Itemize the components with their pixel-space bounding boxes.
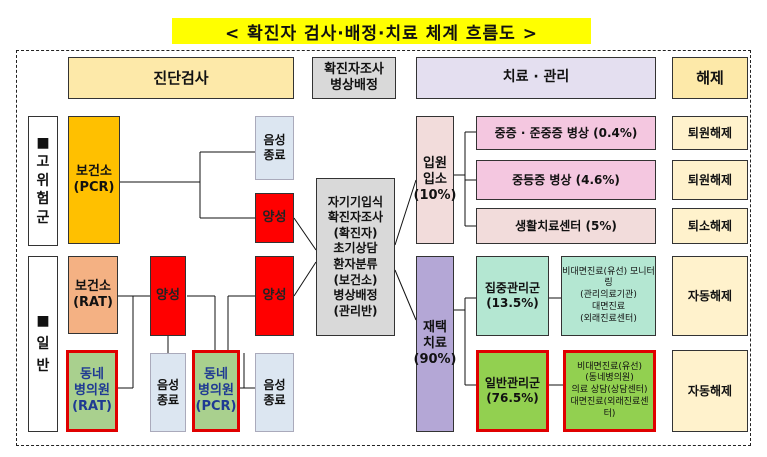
diagram-frame (16, 50, 751, 446)
node-severe-bed: 중증 · 준중증 병상 (0.4%) (476, 116, 656, 150)
release-auto-2: 자동해제 (672, 350, 748, 432)
page-title: < 확진자 검사·배정·치료 체계 흐름도 > (172, 18, 591, 44)
node-positive-bottom: 양성 (255, 256, 294, 336)
node-positive-bottom-label: 양성 (262, 287, 287, 303)
node-negative-rat: 음성 종료 (150, 353, 186, 432)
node-home-care-label: 재택 치료 (90%) (413, 319, 457, 368)
node-moderate-bed: 중등증 병상 (4.6%) (476, 160, 656, 200)
node-general-detail: 비대면진료(유선) (동네병의원) 의료 상담(상담센터) 대면진료(외래진료센… (563, 350, 656, 432)
category-general: ■ 일 반 (28, 256, 58, 432)
node-general-group: 일반관리군 (76.5%) (476, 350, 549, 432)
node-intensive-group-label: 집중관리군 (13.5%) (484, 281, 541, 310)
node-intensive-detail-label: 비대면진료(유선) 모니터링 (관리의료기관) 대면진료 (외래진료센터) (562, 266, 655, 324)
release-discharge-2: 퇴원해제 (672, 160, 748, 200)
node-clinic-rat: 동네 병의원 (RAT) (66, 350, 118, 432)
release-discharge-3: 퇴소해제 (672, 208, 748, 244)
release-discharge-1: 퇴원해제 (672, 116, 748, 150)
node-clinic-pcr: 동네 병의원 (PCR) (192, 350, 240, 432)
node-living-center-label: 생활치료센터 (5%) (515, 218, 617, 233)
node-health-center-pcr-label: 보건소 (PCR) (73, 163, 115, 195)
release-auto-1-label: 자동해제 (687, 288, 733, 303)
node-general-group-label: 일반관리군 (76.5%) (484, 376, 541, 405)
node-negative-bottom-label: 음성 종료 (263, 377, 286, 407)
node-negative-rat-label: 음성 종료 (156, 377, 180, 407)
header-diagnosis: 진단검사 (68, 57, 294, 99)
node-intensive-group: 집중관리군 (13.5%) (476, 256, 549, 336)
header-release: 해제 (672, 57, 748, 99)
node-negative-bottom: 음성 종료 (255, 353, 294, 432)
node-investigation-label: 자기기입식 확진자조사 (확진자) 초기상담 환자분류 (보건소) 병상배정 (… (327, 194, 384, 318)
release-discharge-1-label: 퇴원해제 (687, 125, 733, 140)
header-diagnosis-label: 진단검사 (153, 68, 209, 87)
node-negative-top: 음성 종료 (255, 116, 294, 180)
node-general-detail-label: 비대면진료(유선) (동네병의원) 의료 상담(상담센터) 대면진료(외래진료센… (570, 361, 649, 419)
header-release-label: 해제 (696, 68, 724, 87)
node-severe-bed-label: 중증 · 준중증 병상 (0.4%) (494, 125, 638, 140)
release-discharge-3-label: 퇴소해제 (687, 218, 733, 233)
category-general-label: ■ 일 반 (36, 313, 50, 375)
node-intensive-detail: 비대면진료(유선) 모니터링 (관리의료기관) 대면진료 (외래진료센터) (561, 256, 656, 336)
header-treatment-label: 치료 · 관리 (502, 69, 570, 86)
category-high-risk-label: ■ 고 위 험 군 (36, 134, 50, 227)
node-clinic-pcr-label: 동네 병의원 (PCR) (195, 366, 237, 415)
node-positive-rat: 양성 (150, 256, 186, 336)
header-investigation: 확진자조사 병상배정 (312, 57, 396, 99)
release-auto-1: 자동해제 (672, 256, 748, 336)
node-positive-top: 양성 (255, 193, 294, 243)
node-negative-top-label: 음성 종료 (263, 133, 286, 162)
node-health-center-pcr: 보건소 (PCR) (68, 116, 120, 244)
node-inpatient: 입원 입소 (10%) (413, 116, 457, 244)
node-health-center-rat: 보건소 (RAT) (68, 256, 118, 334)
node-home-care: 재택 치료 (90%) (413, 256, 457, 432)
node-inpatient-label: 입원 입소 (10%) (413, 155, 457, 204)
release-discharge-2-label: 퇴원해제 (687, 172, 733, 187)
header-investigation-label: 확진자조사 병상배정 (324, 61, 384, 93)
node-health-center-rat-label: 보건소 (RAT) (73, 278, 113, 310)
node-living-center: 생활치료센터 (5%) (476, 208, 656, 244)
node-investigation: 자기기입식 확진자조사 (확진자) 초기상담 환자분류 (보건소) 병상배정 (… (316, 178, 395, 336)
node-moderate-bed-label: 중등증 병상 (4.6%) (512, 172, 620, 187)
header-treatment: 치료 · 관리 (416, 57, 656, 99)
category-high-risk: ■ 고 위 험 군 (28, 116, 58, 246)
node-positive-top-label: 양성 (262, 209, 287, 225)
node-positive-rat-label: 양성 (156, 287, 180, 303)
release-auto-2-label: 자동해제 (687, 383, 733, 398)
node-clinic-rat-label: 동네 병의원 (RAT) (72, 366, 112, 415)
